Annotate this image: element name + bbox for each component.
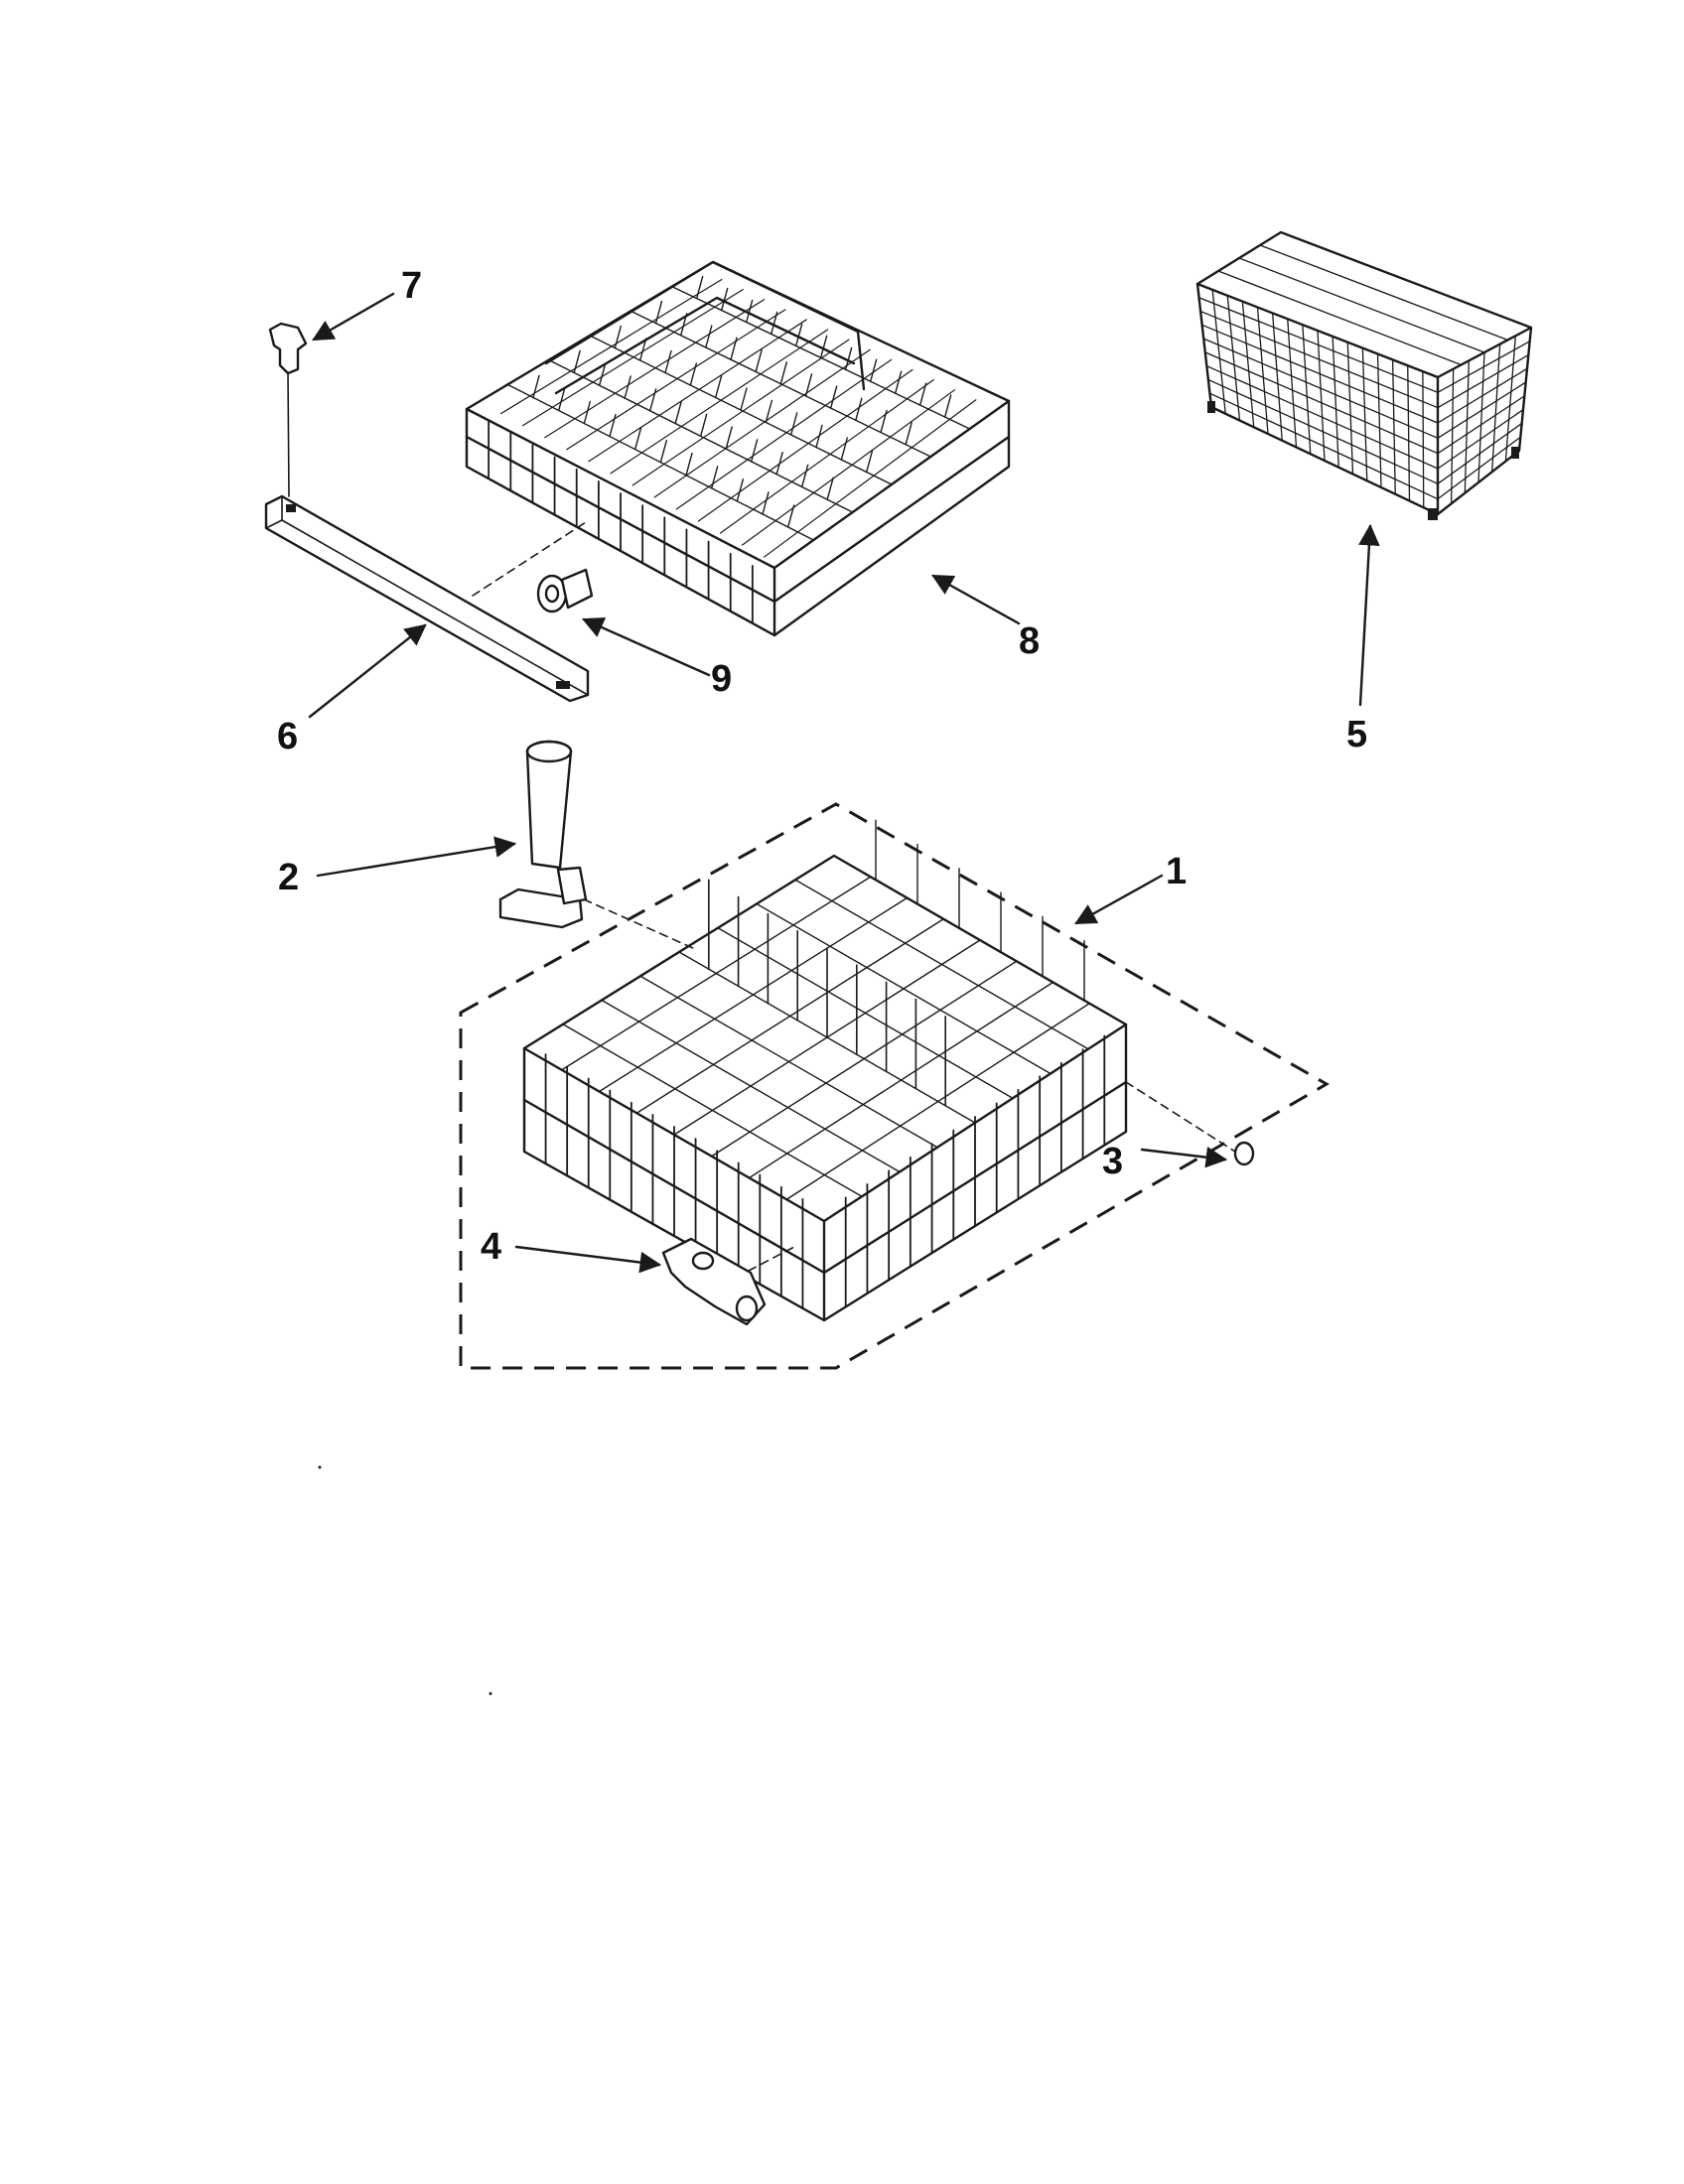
spray-tube-part [498, 740, 696, 950]
leader-6 [308, 623, 427, 719]
leader-8 [931, 574, 1021, 625]
part-label-8: 8 [1019, 620, 1040, 662]
wheel-bracket-part [661, 1237, 795, 1326]
part-label-9: 9 [711, 658, 732, 700]
rack-stop-part [1125, 1081, 1255, 1166]
rack-clip-part [268, 322, 308, 497]
leader-arrows [308, 292, 1380, 1274]
leader-1 [1074, 874, 1164, 925]
part-label-5: 5 [1346, 714, 1367, 755]
part-label-3: 3 [1102, 1141, 1123, 1182]
lower-dishrack-part [459, 802, 1331, 1370]
leader-2 [316, 836, 517, 878]
part-label-6: 6 [277, 716, 298, 757]
part-label-7: 7 [401, 265, 422, 307]
rack-roller-part [536, 568, 594, 614]
part-label-1: 1 [1166, 851, 1187, 892]
part-label-4: 4 [481, 1226, 501, 1268]
leader-3 [1140, 1146, 1228, 1168]
rack-rail-part [264, 494, 590, 703]
leader-9 [582, 617, 711, 677]
leader-4 [514, 1245, 662, 1274]
leader-5 [1358, 523, 1380, 707]
part-label-2: 2 [278, 857, 299, 898]
upper-dishrack-part [465, 260, 1011, 637]
silverware-basket-part [1195, 230, 1533, 520]
leader-7 [312, 292, 395, 341]
